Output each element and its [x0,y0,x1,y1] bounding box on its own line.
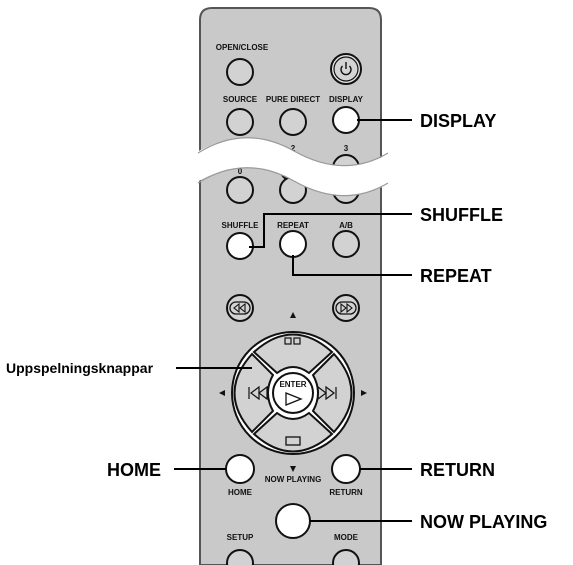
mode-button[interactable] [332,549,360,565]
home-label: HOME [228,488,253,497]
source-label: SOURCE [223,95,258,104]
fast-forward-icon [340,302,353,314]
open-close-button[interactable] [226,58,254,86]
mode-label: MODE [334,533,359,542]
shuffle-callout: SHUFFLE [420,205,503,225]
home-button[interactable] [225,454,255,484]
up-arrow-icon [290,312,296,318]
nav-up-pause-button[interactable] [252,333,334,375]
num-0-button[interactable] [226,176,254,204]
now-playing-callout: NOW PLAYING [420,512,547,532]
right-arrow-icon [361,390,367,396]
break-edge-bottom [197,167,389,197]
home-callout: HOME [107,460,161,480]
play-icon [285,392,303,406]
now-playing-label: NOW PLAYING [265,475,322,484]
repeat-label: REPEAT [277,221,309,230]
open-close-label: OPEN/CLOSE [216,43,269,52]
display-callout: DISPLAY [420,111,496,131]
setup-button[interactable] [226,549,254,565]
repeat-button[interactable] [279,230,307,258]
skip-back-icon [248,385,268,401]
ab-label: A/B [339,221,353,230]
break-edge-top [197,137,389,167]
pure-direct-label: PURE DIRECT [266,95,320,104]
playback-callout: Uppspelningsknappar [6,360,154,376]
fast-forward-icon-frame [335,301,357,315]
rewind-icon-frame [229,301,251,315]
return-button[interactable] [331,454,361,484]
shuffle-label: SHUFFLE [222,221,260,230]
nav-left-prev-button[interactable] [233,352,275,434]
return-callout: RETURN [420,460,495,480]
nav-right-next-button[interactable] [311,352,353,434]
nav-down-stop-button[interactable] [252,411,334,453]
now-playing-button[interactable] [275,503,311,539]
setup-label: SETUP [227,533,254,542]
power-button[interactable] [330,53,362,85]
stop-icon [285,436,301,446]
num-0-label: 0 [238,167,243,176]
num-2-label: 2 [291,144,296,153]
pause-icon [284,337,301,345]
num-3-label: 3 [344,144,349,153]
break-wave [195,137,390,196]
repeat-callout: REPEAT [420,266,492,286]
shuffle-callout-line [249,213,412,248]
skip-forward-icon [317,385,337,401]
repeat-callout-line [292,255,412,276]
display-label: DISPLAY [329,95,364,104]
pure-direct-button[interactable] [279,108,307,136]
display-button[interactable] [332,106,360,134]
return-label: RETURN [329,488,363,497]
left-arrow-icon [219,390,225,396]
rewind-icon [233,302,246,314]
power-icon [340,62,352,76]
down-arrow-icon [290,466,296,472]
enter-label: ENTER [279,380,306,389]
ab-button[interactable] [332,230,360,258]
source-button[interactable] [226,108,254,136]
enter-button[interactable] [272,372,314,414]
